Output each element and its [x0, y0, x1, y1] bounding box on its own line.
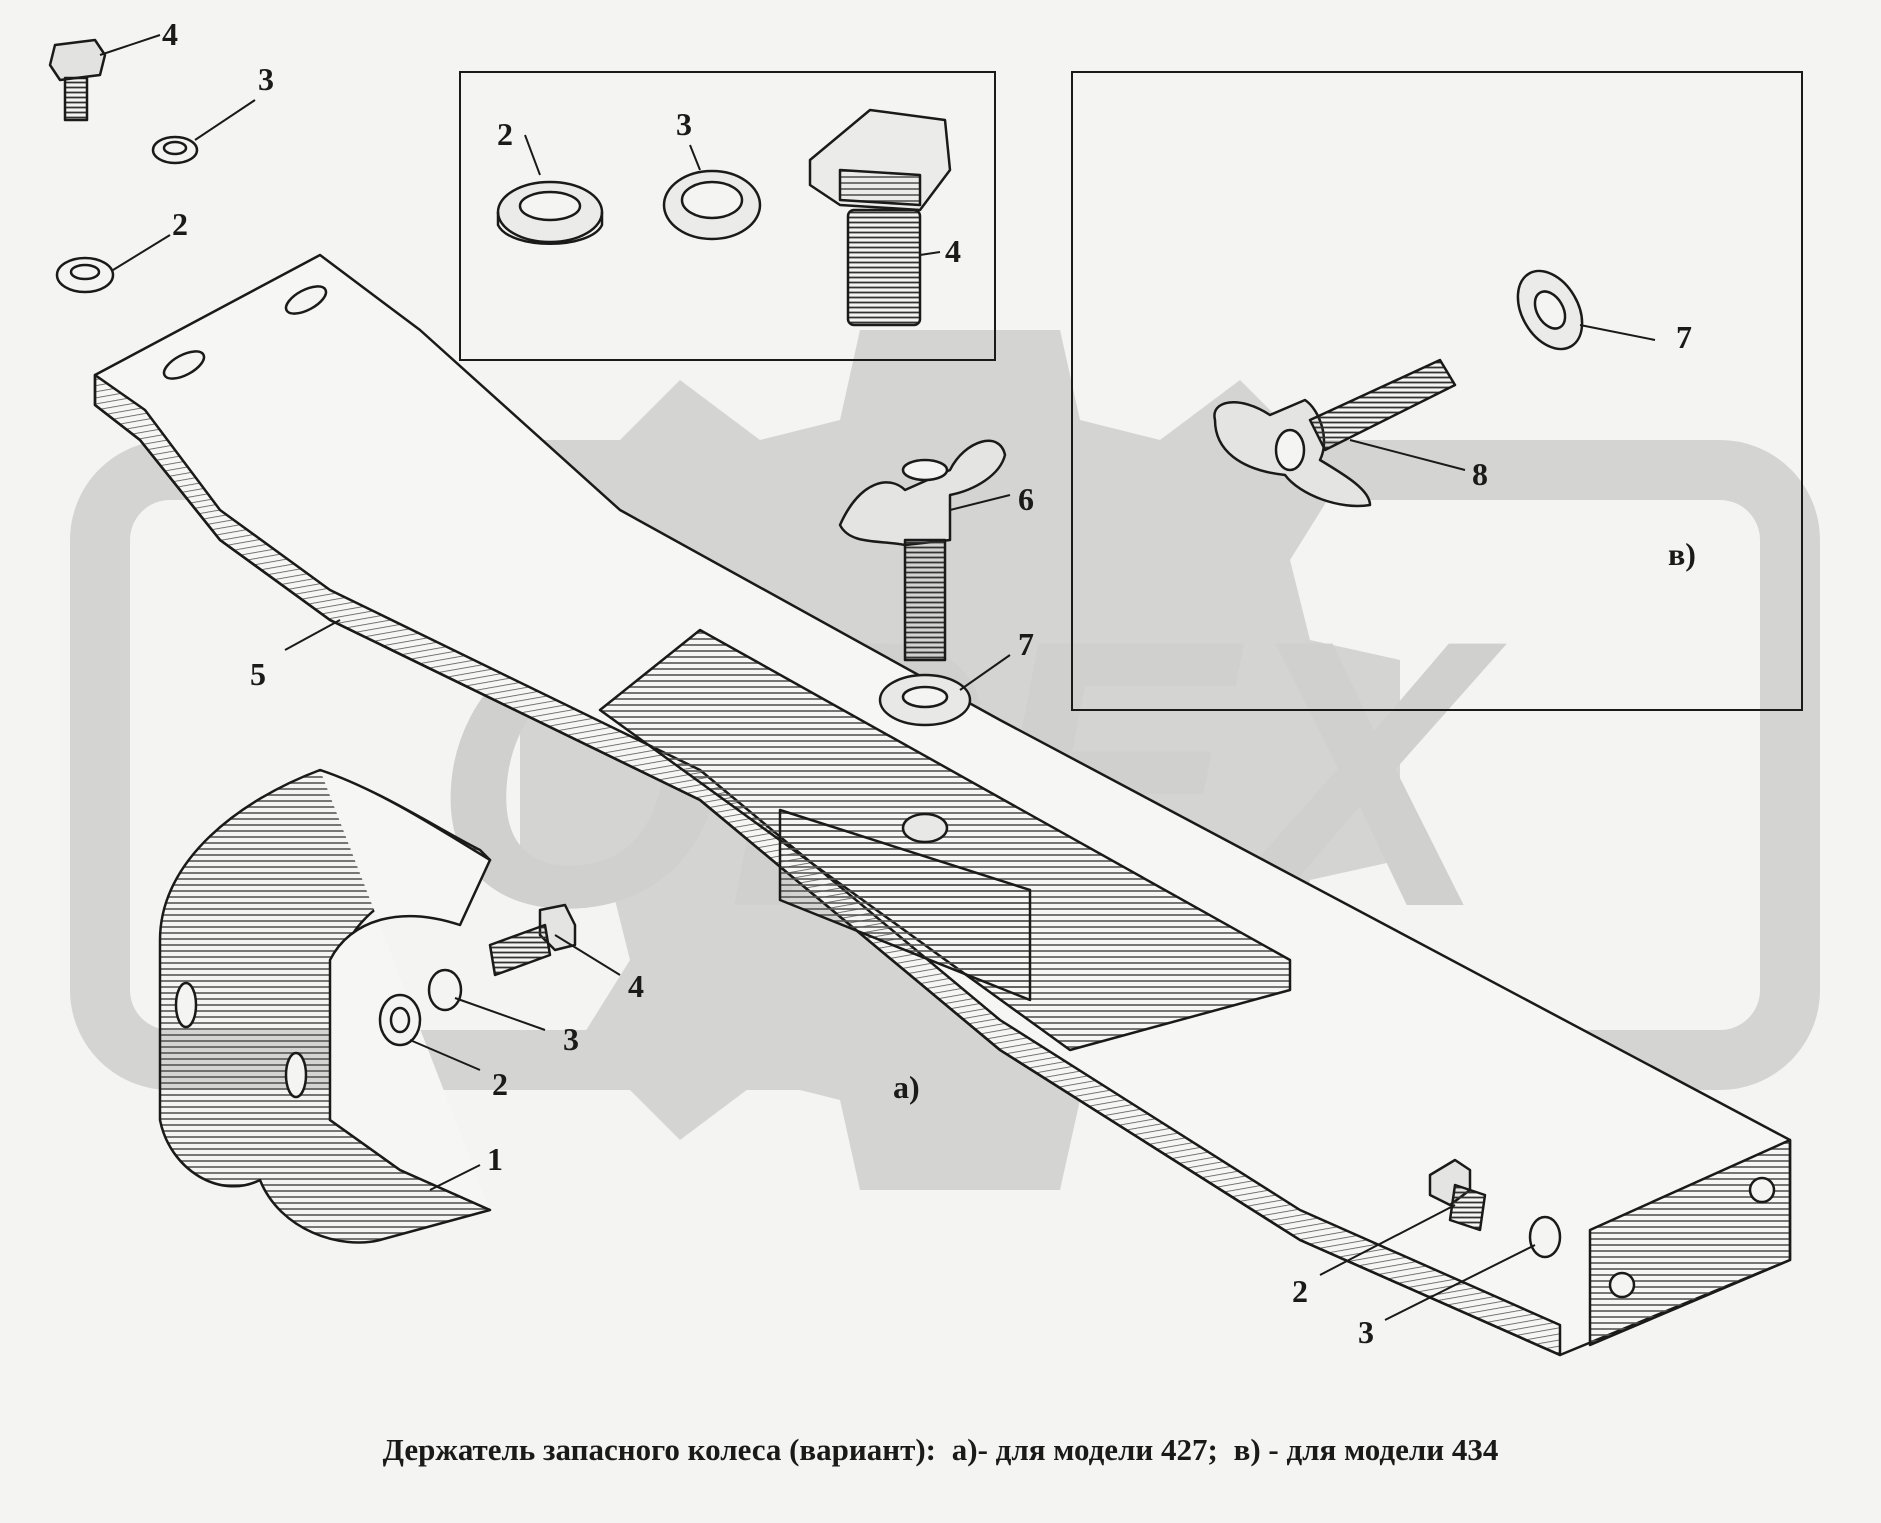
left-lock-washer-part-3	[151, 135, 199, 165]
leader-lines	[99, 34, 1656, 1321]
callout-lower-lock-washer: 3	[563, 1021, 579, 1057]
inset-lock-washer-part-3	[662, 169, 762, 241]
center-washer-part-7	[878, 673, 972, 727]
right-bolt-part-2	[1428, 1158, 1487, 1232]
callout-clamp: 1	[487, 1141, 503, 1177]
inset-flat-washer-part-2	[496, 180, 604, 245]
callout-bracket: 5	[250, 656, 266, 692]
left-bolt-part-4	[48, 38, 107, 122]
callout-inset-lock-washer: 3	[676, 106, 692, 142]
callout-v-washer: 7	[1676, 319, 1692, 355]
callout-wing-nut: 6	[1018, 481, 1034, 517]
clamp-part-1	[158, 768, 492, 1244]
lower-flat-washer-part-2	[378, 993, 422, 1047]
callout-left-bolt: 4	[162, 16, 178, 52]
figure-caption: Держатель запасного колеса (вариант): а)…	[0, 1432, 1881, 1468]
callout-inset-washer: 2	[497, 116, 513, 152]
inset-bolt-part-4	[808, 108, 952, 327]
caption-variant-v: в) - для модели 434	[1233, 1432, 1499, 1467]
callout-left-lock-washer: 3	[258, 61, 274, 97]
callout-inset-bolt: 4	[945, 233, 961, 269]
callout-right-bolt: 2	[1292, 1273, 1308, 1309]
lower-lock-washer-part-3	[427, 968, 463, 1012]
callout-v-wing-bolt: 8	[1472, 456, 1488, 492]
inset-fasteners-frame	[459, 71, 996, 361]
variant-v-wing-bolt-part-8	[1213, 358, 1457, 508]
lower-bolt-part-4	[488, 903, 577, 977]
view-label-v: в)	[1668, 536, 1696, 572]
caption-title: Держатель запасного колеса (вариант):	[382, 1432, 937, 1467]
wing-nut-part-6	[838, 439, 1007, 662]
callout-lower-bolt: 4	[628, 968, 644, 1004]
callout-right-lock-washer: 3	[1358, 1314, 1374, 1350]
callout-lower-flat-washer: 2	[492, 1066, 508, 1102]
left-flat-washer-part-2	[55, 256, 115, 294]
variant-v-washer-part-7	[1516, 269, 1584, 351]
caption-variant-a: а)- для модели 427;	[951, 1432, 1218, 1467]
variant-v-frame	[1071, 71, 1803, 711]
callout-left-flat-washer: 2	[172, 206, 188, 242]
view-label-a: а)	[893, 1069, 920, 1105]
callout-washer-center: 7	[1018, 626, 1034, 662]
right-lock-washer-part-3	[1528, 1215, 1562, 1259]
